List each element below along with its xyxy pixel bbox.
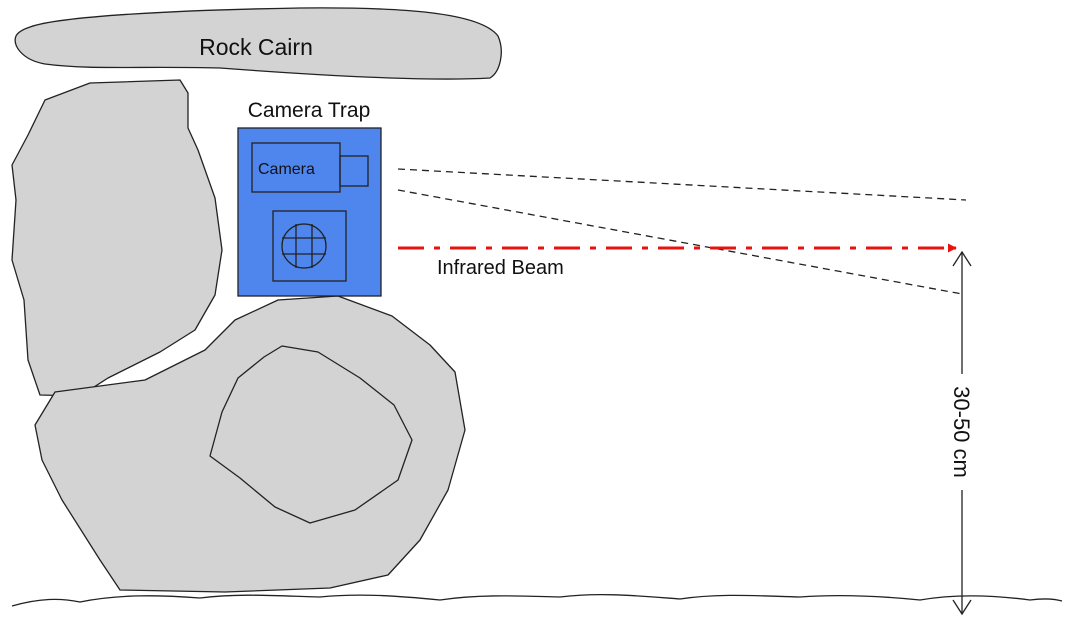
cairn-inner-stone xyxy=(209,345,413,524)
cairn-left-rock xyxy=(11,79,223,397)
cairn-bottom-rock xyxy=(34,295,466,593)
camera-trap-housing xyxy=(237,127,382,297)
infrared-beam-label: Infrared Beam xyxy=(437,257,564,279)
camera-lens xyxy=(339,155,369,187)
height-range-label: 30-50 cm xyxy=(949,386,974,478)
cairn-top-slab xyxy=(14,7,502,80)
camera-view-upper-line xyxy=(397,168,967,201)
rock-cairn-label: Rock Cairn xyxy=(199,34,313,60)
camera-trap-device: Camera xyxy=(237,127,382,297)
camera-label: Camera xyxy=(258,161,315,178)
ir-sensor-icon xyxy=(281,223,327,269)
ir-sensor-window xyxy=(272,210,347,282)
camera-trap-label: Camera Trap xyxy=(248,99,371,122)
ground-line xyxy=(11,593,1063,607)
